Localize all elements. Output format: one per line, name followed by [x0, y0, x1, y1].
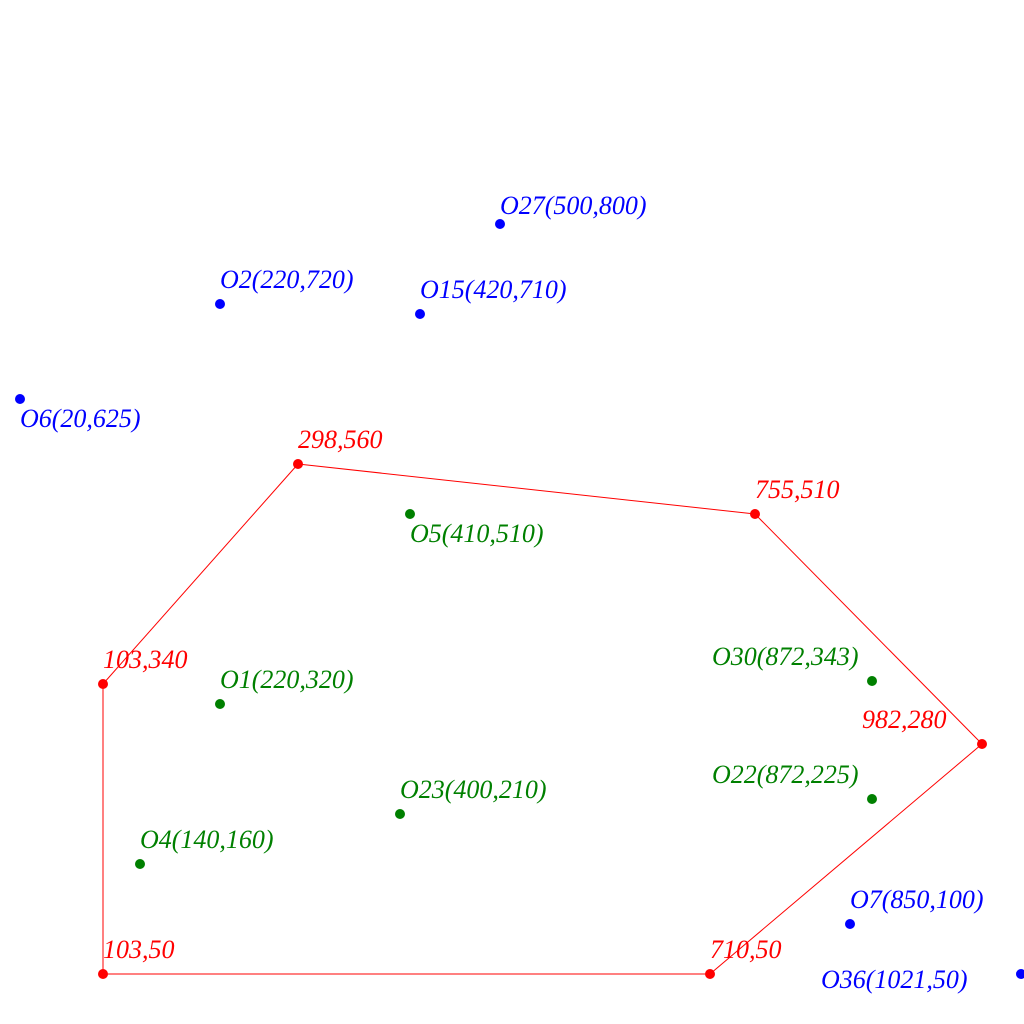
polygon-vertex-label: 710,50	[710, 935, 782, 964]
polygon-vertex-label: 755,510	[755, 475, 840, 504]
polygon-edges	[102, 463, 983, 975]
point-marker-o36	[1016, 969, 1024, 979]
point-label-o5: O5(410,510)	[410, 519, 544, 548]
point-marker-o23	[395, 809, 405, 819]
polygon-edge	[297, 463, 756, 515]
point-label-o15: O15(420,710)	[420, 275, 567, 304]
point-marker-o15	[415, 309, 425, 319]
test-points: O1(220,320) O2(220,720) O4(140,160) O5(410,…	[15, 191, 1024, 994]
point-marker-o6	[15, 394, 25, 404]
polygon-vertex-marker	[977, 739, 987, 749]
point-label-o4: O4(140,160)	[140, 825, 274, 854]
point-label-o22: O22(872,225)	[712, 760, 859, 789]
polygon-vertices: 103,50 710,50 982,280 755,510 298,560 103,340	[98, 425, 987, 979]
point-marker-o4	[135, 859, 145, 869]
point-marker-o30	[867, 676, 877, 686]
polygon-vertex-label: 982,280	[862, 705, 947, 734]
point-label-o23: O23(400,210)	[400, 775, 547, 804]
point-marker-o5	[405, 509, 415, 519]
polygon-vertex-marker	[98, 679, 108, 689]
polygon-vertex-marker	[750, 509, 760, 519]
point-marker-o2	[215, 299, 225, 309]
polygon-edge	[102, 463, 299, 685]
polygon-vertex-label: 103,340	[103, 645, 188, 674]
point-label-o2: O2(220,720)	[220, 265, 354, 294]
point-label-o30: O30(872,343)	[712, 642, 859, 671]
polygon-edge	[709, 743, 983, 975]
polygon-edge	[754, 513, 983, 745]
polygon-vertex-marker	[98, 969, 108, 979]
point-label-o6: O6(20,625)	[20, 404, 141, 433]
point-label-o7: O7(850,100)	[850, 885, 984, 914]
point-label-o1: O1(220,320)	[220, 665, 354, 694]
point-marker-o1	[215, 699, 225, 709]
polygon-vertex-marker	[705, 969, 715, 979]
polygon-vertex-label: 103,50	[103, 935, 175, 964]
point-marker-o27	[495, 219, 505, 229]
point-label-o36: O36(1021,50)	[821, 965, 968, 994]
polygon-vertex-label: 298,560	[298, 425, 383, 454]
polygon-vertex-marker	[293, 459, 303, 469]
point-marker-o22	[867, 794, 877, 804]
point-label-o27: O27(500,800)	[500, 191, 647, 220]
point-marker-o7	[845, 919, 855, 929]
